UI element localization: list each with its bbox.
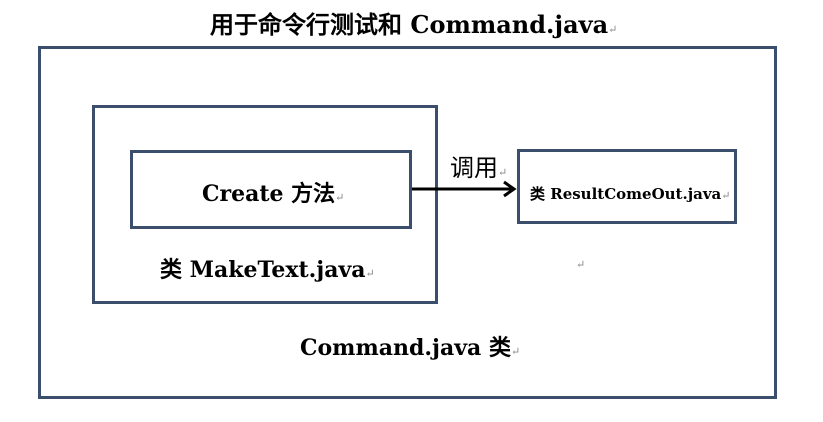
resultcomeout-class-box [517,149,737,224]
resultcomeout-label: 类 ResultComeOut.java↵ [530,185,731,203]
maketext-label: 类 MakeText.java↵ [160,257,375,283]
command-class-box [38,46,777,399]
command-class-label: Command.java 类↵ [300,335,521,361]
create-method-label: Create 方法↵ [202,181,345,207]
paragraph-mark: ↵ [576,258,586,271]
maketext-class-box [92,105,438,304]
create-method-box [130,150,412,229]
diagram-title: 用于命令行测试和 Command.java↵ [210,10,618,39]
call-label: 调用↵ [450,154,508,182]
